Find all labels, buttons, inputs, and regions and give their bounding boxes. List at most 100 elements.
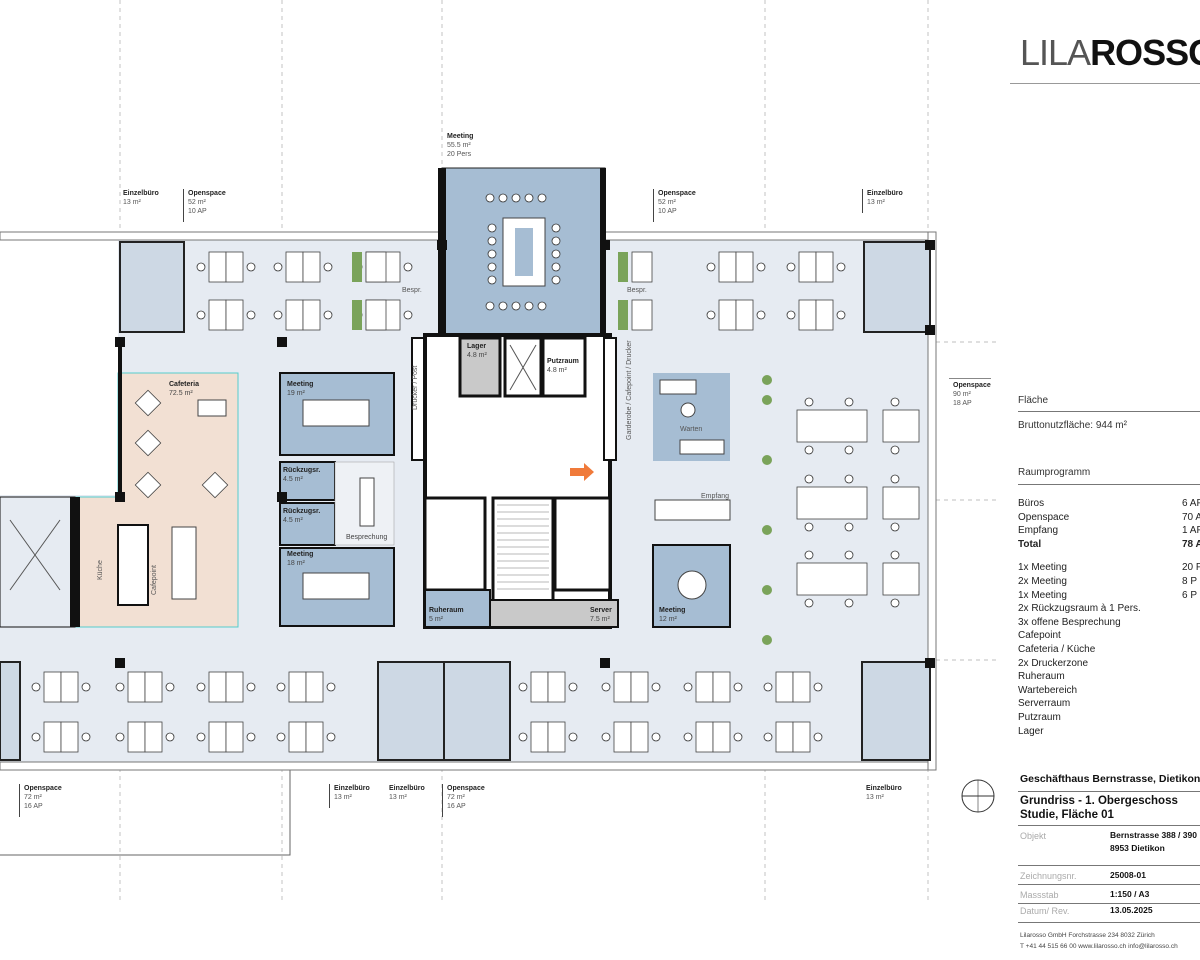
cafe-table: [134, 429, 162, 457]
chair: [890, 474, 900, 484]
chair: [115, 682, 125, 692]
chair: [403, 310, 413, 320]
room-meeting-18[interactable]: [279, 547, 395, 627]
label-garderobe: Garderobe / Cafepoint / Drucker: [626, 340, 633, 440]
cafeteria-table: [197, 399, 227, 417]
reception-desk[interactable]: [654, 499, 731, 521]
desk: [43, 721, 62, 753]
chair: [568, 732, 578, 742]
desk: [225, 251, 244, 283]
raumprogramm-heading: Raumprogramm: [1018, 467, 1091, 478]
desk: [613, 671, 632, 703]
chair: [165, 732, 175, 742]
room-rueckzug-2[interactable]: [279, 502, 336, 546]
room-ruheraum[interactable]: [424, 589, 491, 628]
program-item-label: Büros: [1018, 498, 1045, 509]
program-item-label: 2x Meeting: [1018, 576, 1067, 587]
room-einzelbuero[interactable]: [443, 661, 511, 761]
chair: [246, 310, 256, 320]
kitchen-counter: [117, 524, 149, 606]
chair: [273, 310, 283, 320]
column: [277, 337, 287, 347]
program-item-value: 8 P: [1182, 576, 1198, 587]
desk: [613, 721, 632, 753]
room-server[interactable]: [489, 599, 619, 628]
chair: [733, 682, 743, 692]
room-einzelbuero[interactable]: [861, 661, 931, 761]
program-item-value: 20 P: [1182, 562, 1200, 574]
desk: [144, 721, 163, 753]
desk: [225, 671, 244, 703]
staircase: [491, 496, 555, 605]
column: [437, 240, 447, 250]
program-item: Wartebereich: [1018, 684, 1200, 698]
column: [925, 325, 935, 335]
room-einzelbuero[interactable]: [119, 241, 185, 333]
project-title: Geschäfthaus Bernstrasse, Dietikon: [1020, 773, 1200, 785]
room-einzelbuero[interactable]: [863, 241, 931, 333]
chair: [844, 598, 854, 608]
chair: [551, 262, 561, 272]
chair: [786, 310, 796, 320]
desk: [695, 671, 714, 703]
program-item: 3x offene Besprechung: [1018, 616, 1200, 630]
wc-right: [553, 496, 612, 592]
sofa: [679, 439, 725, 455]
divider: [1018, 484, 1200, 485]
wc-left: [423, 496, 487, 592]
desk: [882, 562, 920, 596]
label-rueckzug-1: Rückzugsr.4.5 m²: [283, 467, 321, 483]
chair: [31, 682, 41, 692]
chair: [733, 732, 743, 742]
chair: [813, 682, 823, 692]
chair: [485, 301, 495, 311]
label-besprechung: Besprechung: [346, 534, 388, 541]
chair: [890, 445, 900, 455]
divider: [1018, 903, 1200, 904]
desk: [530, 671, 549, 703]
chair: [651, 732, 661, 742]
room-einzelbuero[interactable]: [0, 661, 21, 761]
chair: [246, 262, 256, 272]
wall: [438, 168, 446, 334]
desk: [302, 251, 321, 283]
chair: [890, 397, 900, 407]
drawing-number: 25008-01: [1110, 870, 1146, 880]
chair: [844, 550, 854, 560]
objekt-address: Bernstrasse 388 / 390: [1110, 830, 1197, 840]
flaeche-heading: Fläche: [1018, 395, 1049, 406]
room-einzelbuero[interactable]: [377, 661, 445, 761]
desk: [796, 409, 868, 443]
wall: [70, 497, 80, 627]
chair: [498, 193, 508, 203]
program-item-label: Cafepoint: [1018, 630, 1061, 642]
column: [115, 492, 125, 502]
room-putzraum[interactable]: [541, 336, 587, 398]
room-rueckzug-1[interactable]: [279, 461, 336, 501]
chair: [844, 397, 854, 407]
plant-icon: [762, 395, 772, 405]
divider: [1018, 825, 1200, 826]
program-item: Putzraum: [1018, 711, 1200, 725]
chair: [844, 522, 854, 532]
plant-icon: [352, 300, 362, 330]
desk: [712, 721, 731, 753]
round-table: [677, 570, 707, 600]
facade-bottom: [0, 761, 936, 771]
objekt-label: Objekt: [1020, 831, 1047, 841]
program-item-label: Lager: [1018, 725, 1044, 737]
chair: [551, 249, 561, 259]
drawing-title: Grundriss - 1. Obergeschoss: [1020, 795, 1178, 807]
chair: [844, 474, 854, 484]
chair: [890, 522, 900, 532]
column: [925, 658, 935, 668]
desk: [208, 671, 227, 703]
room-lager[interactable]: [458, 336, 502, 398]
chair: [518, 732, 528, 742]
desk: [547, 671, 566, 703]
